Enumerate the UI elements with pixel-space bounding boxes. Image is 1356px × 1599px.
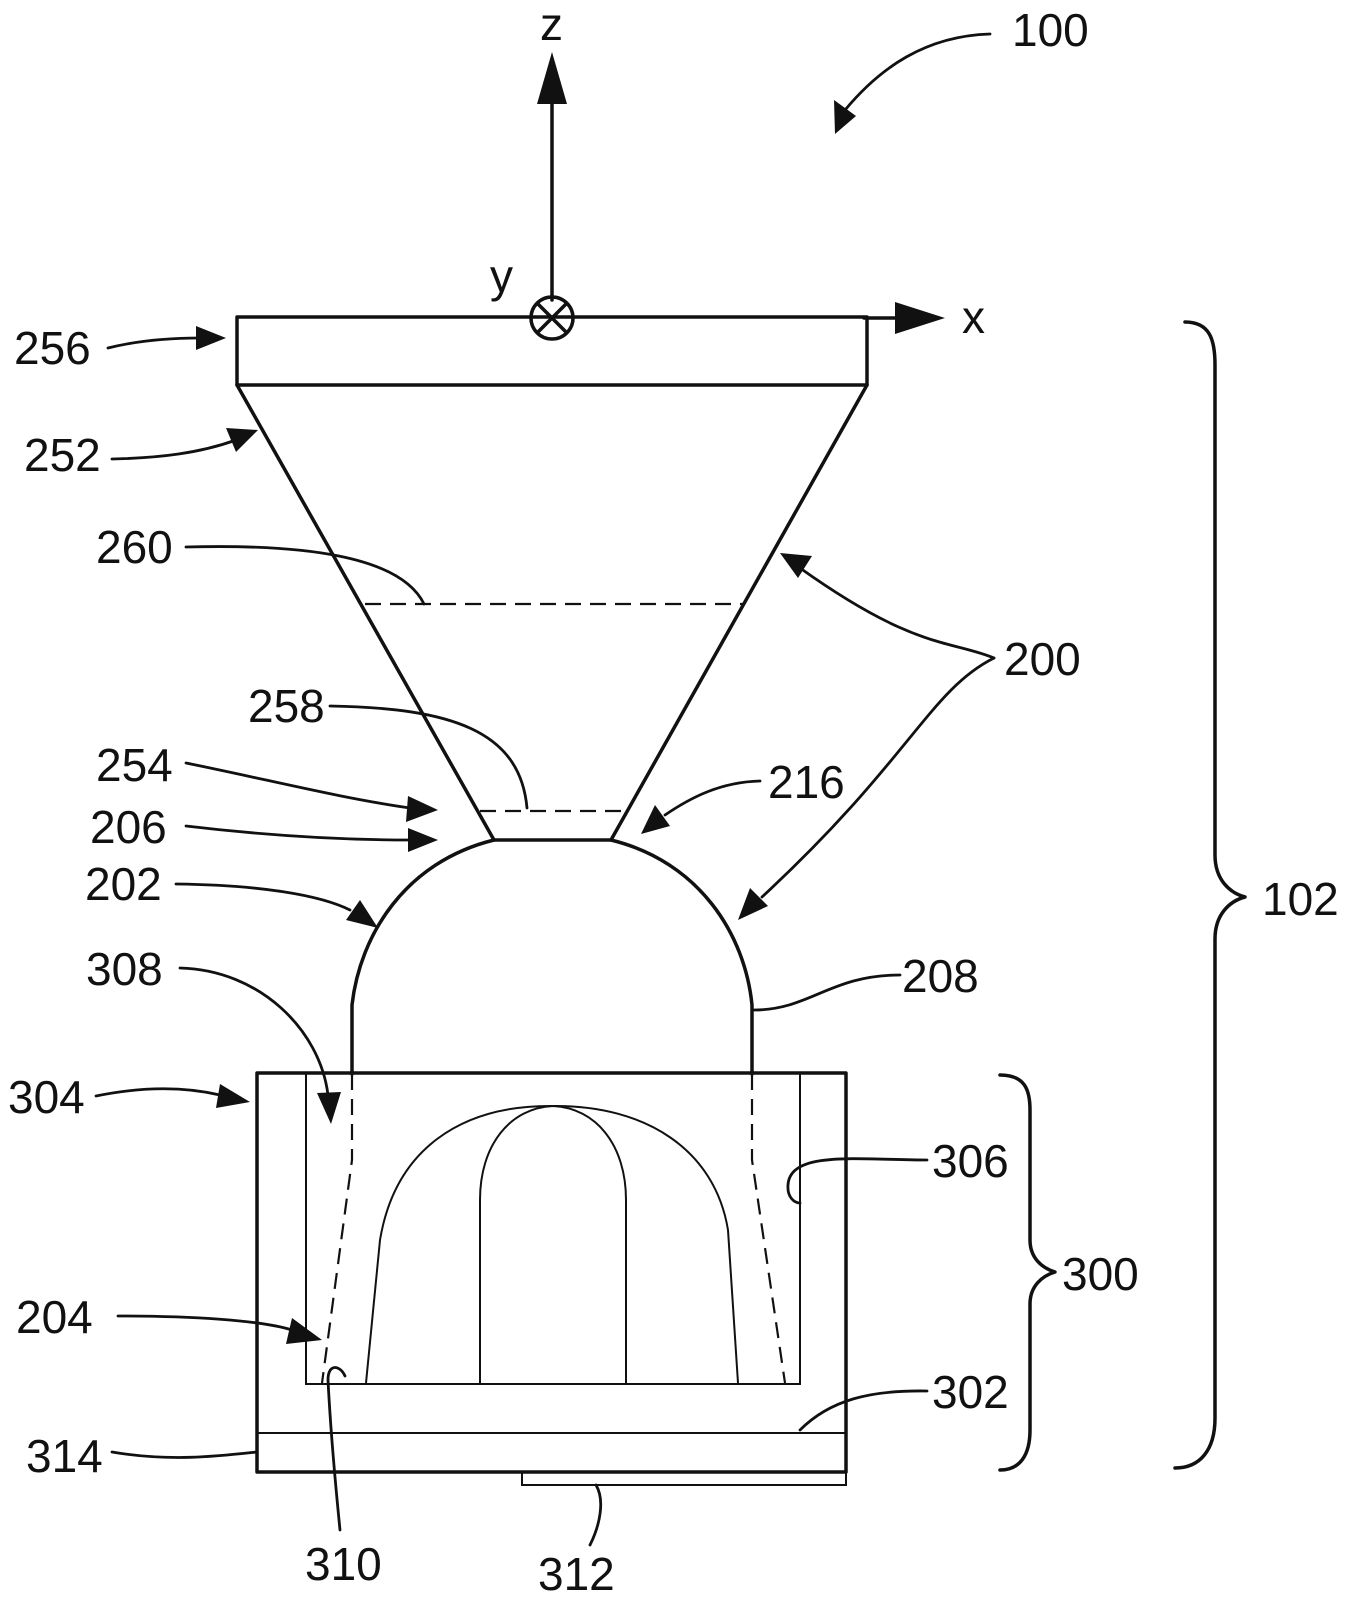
arrowhead-200-lower [738, 888, 768, 920]
ref-200: 200 [1004, 633, 1081, 685]
dome-left-profile [350, 838, 496, 1076]
package-cavity [305, 1072, 801, 1385]
reflector-assembly [235, 315, 869, 842]
ref-310: 310 [305, 1538, 382, 1590]
leader-256 [106, 336, 202, 350]
inner-dome-core [479, 1104, 627, 1383]
ref-102: 102 [1262, 873, 1339, 925]
leader-308 [178, 966, 330, 1097]
ref-254: 254 [96, 739, 173, 791]
leader-lines [94, 32, 996, 1547]
arrowhead-206 [408, 828, 438, 852]
ref-216: 216 [768, 756, 845, 808]
coordinate-axes: z y x [490, 0, 985, 343]
ref-302: 302 [932, 1366, 1009, 1418]
ref-202: 202 [85, 858, 162, 910]
ref-256: 256 [14, 322, 91, 374]
leader-260 [184, 545, 426, 606]
leader-200-upper [798, 566, 996, 660]
ref-208: 208 [902, 950, 979, 1002]
arrowhead-204 [286, 1318, 322, 1344]
x-axis-label: x [962, 291, 985, 343]
arrowhead-216 [641, 805, 670, 834]
reflector-left-wall [235, 383, 496, 842]
leader-304 [94, 1087, 222, 1098]
dome-right-profile [492, 838, 754, 1076]
ref-206: 206 [90, 801, 167, 853]
leader-200-lower [760, 656, 996, 899]
inner-dome-outer [365, 1104, 739, 1384]
arrowhead-202 [346, 900, 378, 928]
arrowhead-308 [317, 1092, 341, 1124]
ref-304: 304 [8, 1071, 85, 1123]
leader-314 [110, 1450, 259, 1459]
hidden-lens-left-wall [320, 1074, 354, 1384]
ref-314: 314 [26, 1430, 103, 1482]
contact-pad-312 [521, 1472, 847, 1486]
arrowhead-254 [406, 796, 438, 822]
z-axis-arrowhead [537, 52, 567, 104]
x-axis-arrowhead [895, 302, 945, 334]
led-package [255, 1071, 848, 1486]
leader-204 [116, 1314, 294, 1332]
dome-lens [350, 838, 754, 1076]
arrowhead-100 [834, 100, 856, 134]
arrowhead-252 [226, 428, 258, 452]
reference-numerals: 100 102 200 202 204 206 208 216 252 254 … [8, 4, 1339, 1599]
leader-202 [174, 882, 352, 912]
leader-258 [328, 704, 529, 810]
ref-306: 306 [932, 1135, 1009, 1187]
leader-310 [326, 1366, 347, 1532]
brace-300 [998, 1073, 1057, 1472]
arrowhead-200-upper [780, 553, 812, 578]
leader-312 [588, 1483, 603, 1547]
ref-258: 258 [248, 680, 325, 732]
leader-208 [752, 973, 902, 1012]
arrowhead-304 [216, 1084, 250, 1108]
leader-100 [843, 32, 992, 112]
leader-302 [798, 1389, 929, 1432]
ref-312: 312 [538, 1548, 615, 1599]
leader-306 [786, 1157, 929, 1205]
y-axis-label: y [490, 250, 513, 302]
ref-300: 300 [1062, 1248, 1139, 1300]
leader-206 [184, 824, 412, 842]
reflector-right-wall [609, 383, 869, 842]
leader-254 [184, 761, 412, 810]
ref-308: 308 [86, 943, 163, 995]
leader-252 [110, 438, 238, 461]
hidden-lens-right-wall [750, 1074, 787, 1384]
leader-216 [663, 779, 762, 817]
z-axis-label: z [540, 0, 563, 50]
ref-100: 100 [1012, 4, 1089, 56]
window-plate [235, 315, 869, 387]
package-housing [255, 1071, 848, 1474]
arrowhead-256 [196, 326, 226, 350]
ref-204: 204 [16, 1291, 93, 1343]
ref-252: 252 [24, 429, 101, 481]
brace-102 [1173, 320, 1247, 1470]
ref-260: 260 [96, 521, 173, 573]
